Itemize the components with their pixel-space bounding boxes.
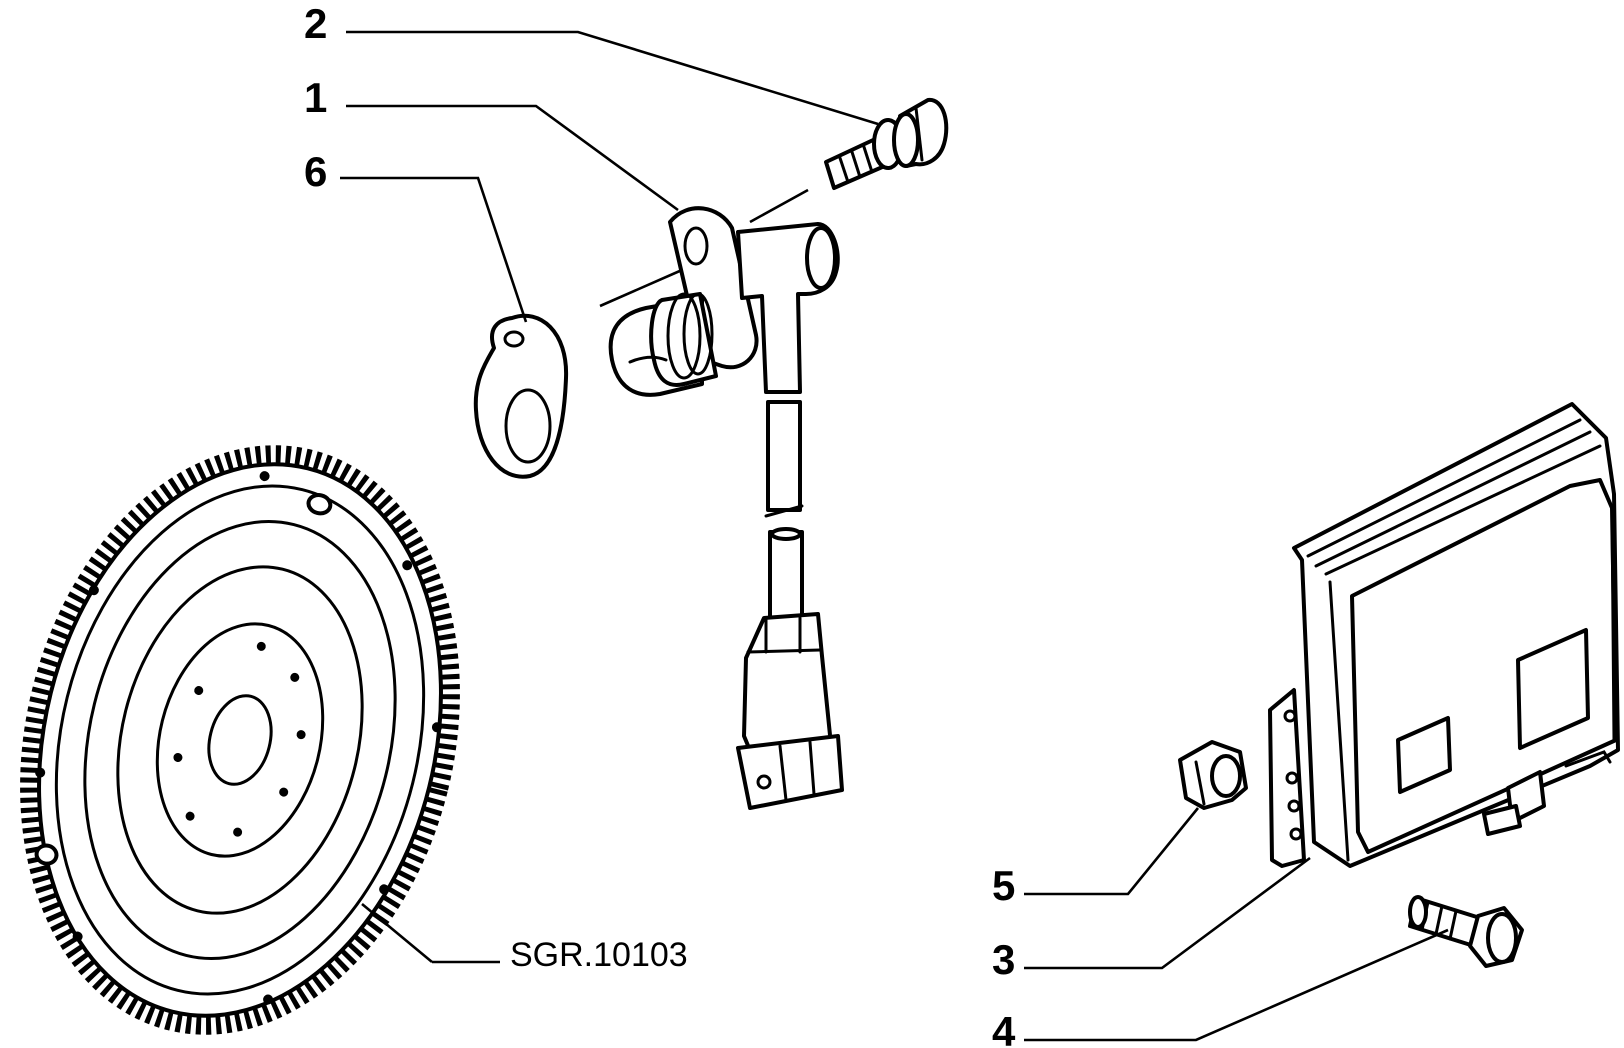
crankshaft-sensor [608, 206, 844, 810]
ecu-control-unit [1268, 402, 1620, 868]
sensor-bolt [824, 98, 949, 190]
callout-6: 6 [304, 148, 327, 195]
callout-5: 5 [992, 862, 1015, 909]
callout-3: 3 [992, 936, 1015, 983]
sensor-gasket [473, 313, 569, 479]
flywheel [20, 445, 460, 1035]
callout-2: 2 [304, 0, 327, 47]
nut [1178, 740, 1248, 810]
ecu-bolt [1408, 895, 1524, 968]
callout-4: 4 [992, 1008, 1016, 1048]
callout-1: 1 [304, 74, 327, 121]
leader-lines [340, 30, 1449, 1042]
reference-code: SGR.10103 [510, 936, 688, 974]
